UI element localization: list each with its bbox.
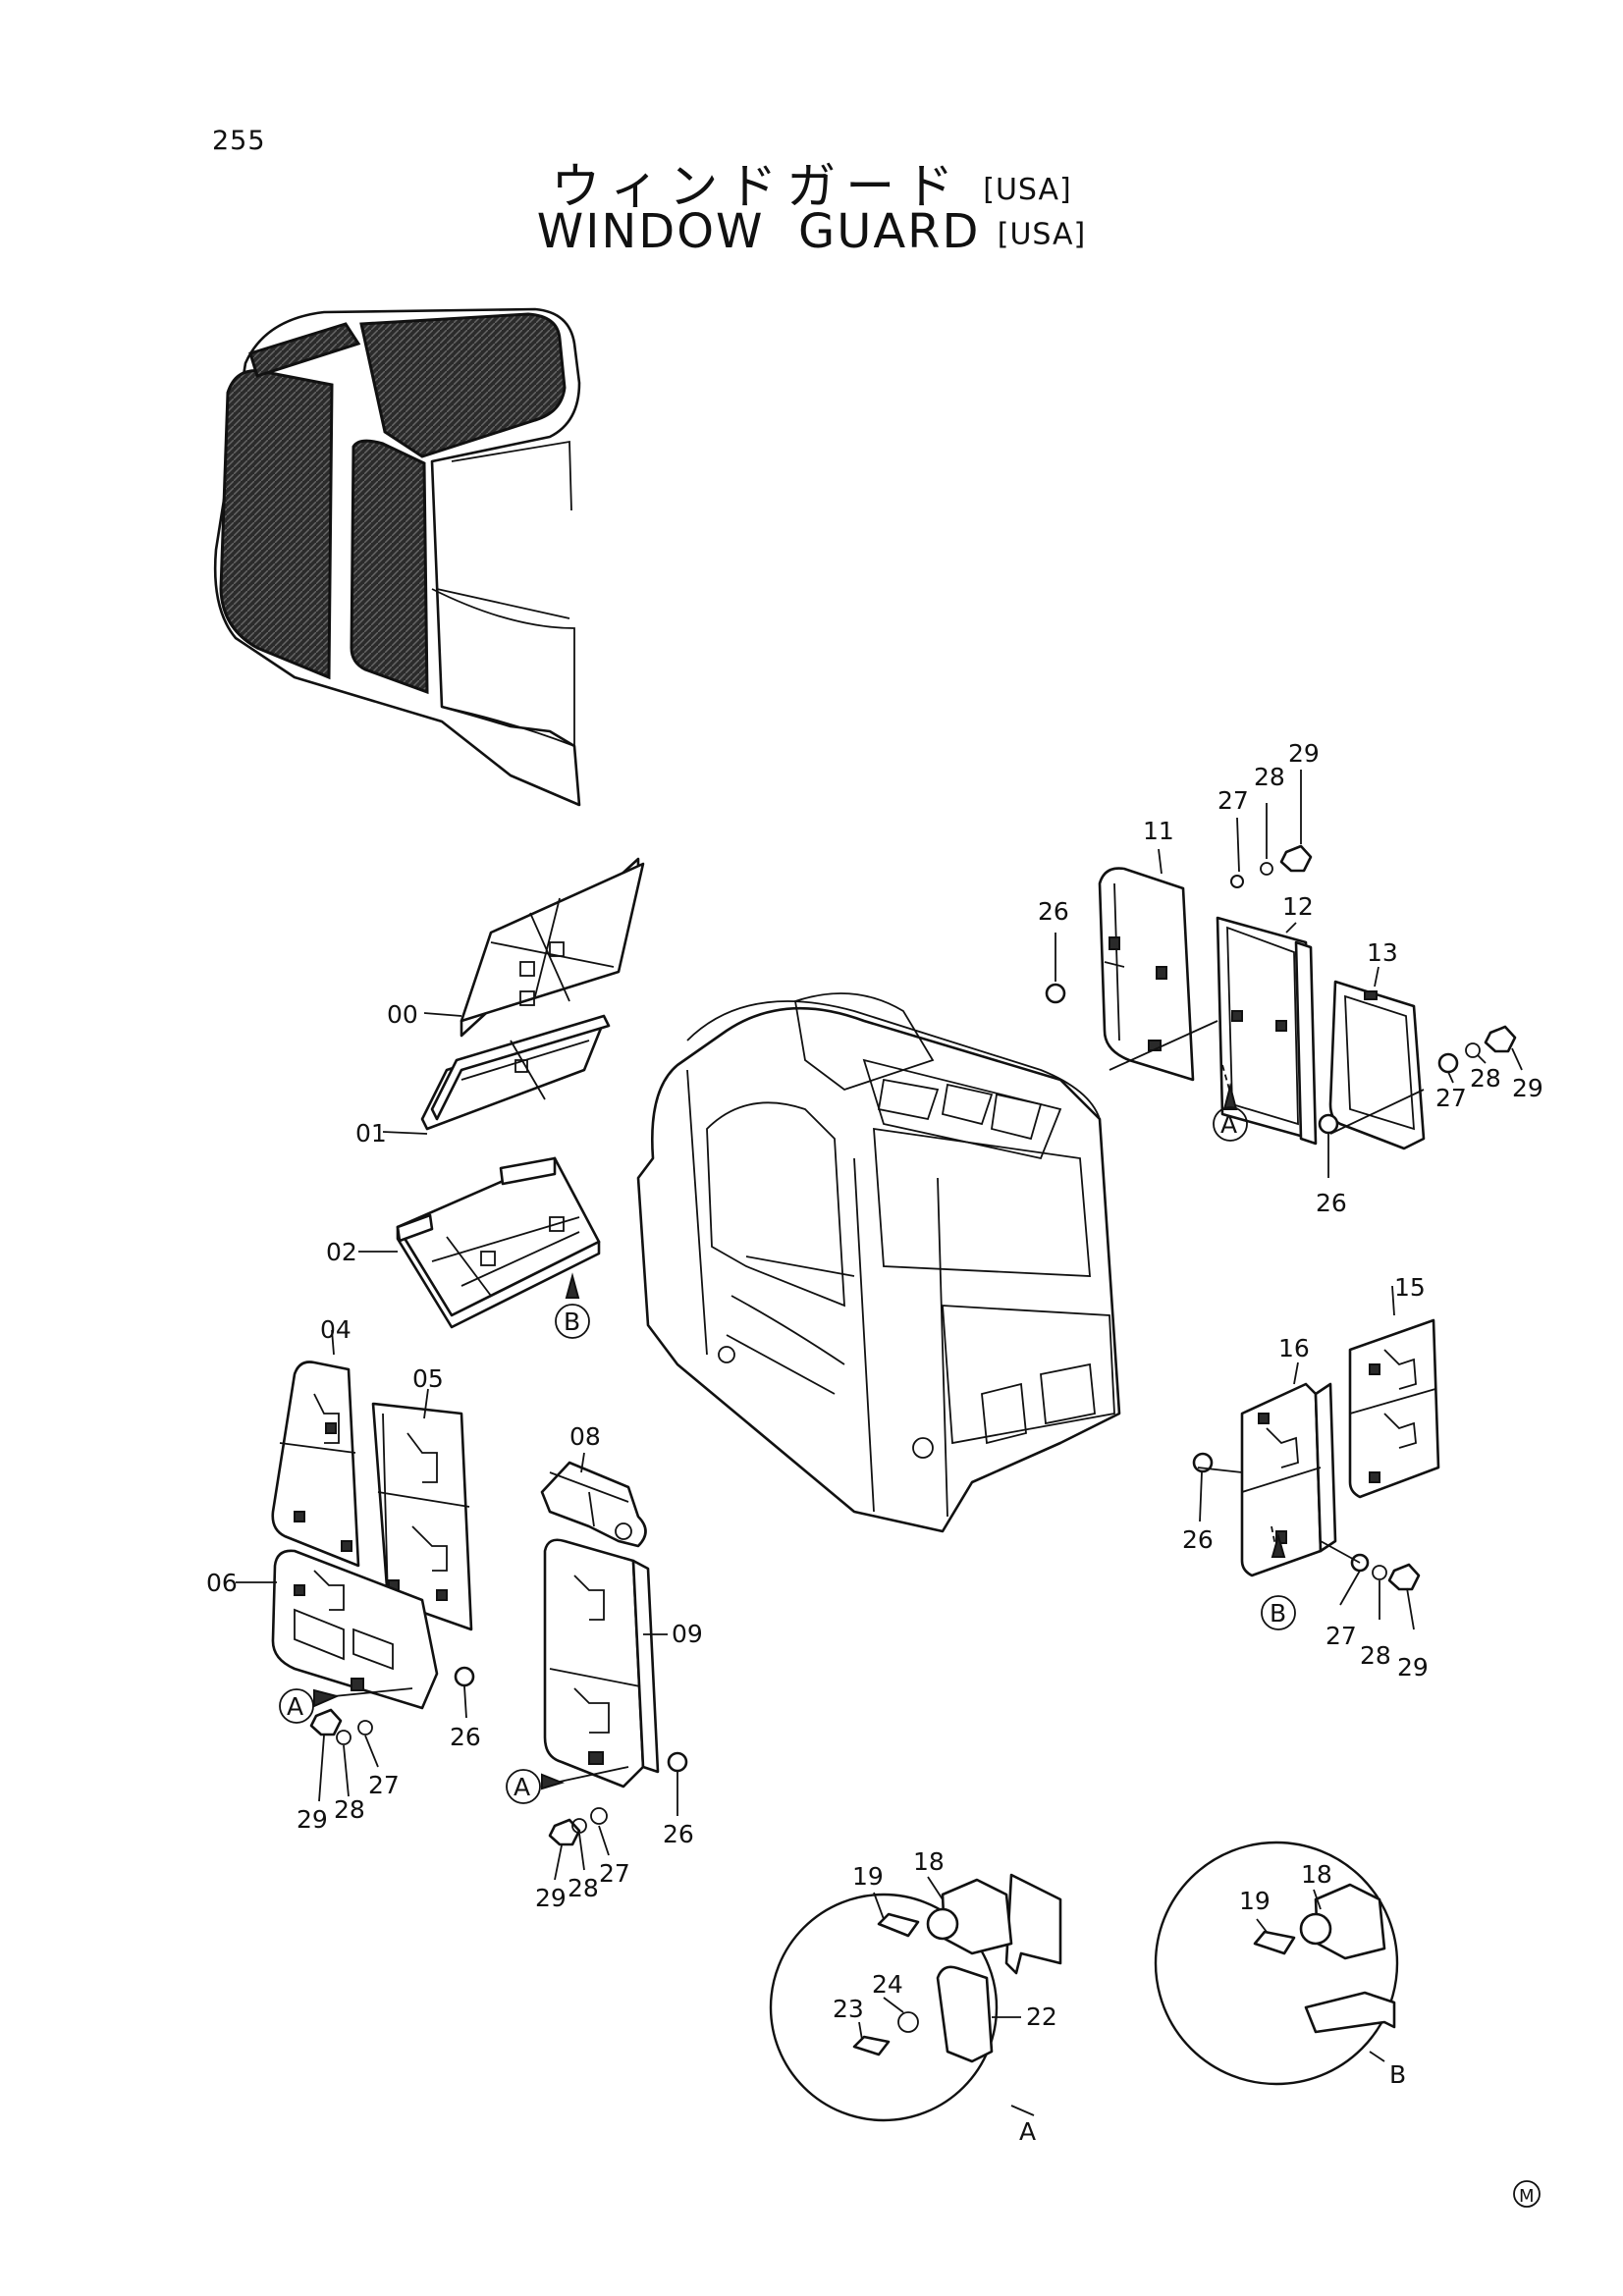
callout-28-door: 28 <box>568 1874 599 1902</box>
callout-26-rear-bottom: 26 <box>1316 1189 1347 1217</box>
ref-a-label-3: A <box>514 1773 530 1801</box>
callout-22: 22 <box>1026 2002 1057 2031</box>
ref-b-label-2: B <box>1270 1599 1286 1628</box>
callout-27-left-side: 27 <box>368 1771 400 1799</box>
reference-circles <box>279 1106 1541 2208</box>
manufacturer-mark: M <box>1519 2186 1535 2207</box>
callout-16: 16 <box>1278 1334 1310 1362</box>
callout-29-right-side: 29 <box>1397 1653 1429 1682</box>
callout-19-detail-b: 19 <box>1239 1887 1271 1915</box>
callout-11: 11 <box>1143 817 1174 845</box>
callout-27-right-side: 27 <box>1325 1622 1357 1650</box>
page-number: 255 <box>212 126 266 156</box>
callout-18-detail-b: 18 <box>1301 1860 1332 1889</box>
callout-06: 06 <box>206 1569 238 1597</box>
detail-b-circle <box>1154 1841 1399 2086</box>
callout-labels: 00 01 02 04 05 06 08 09 11 12 13 15 16 2… <box>206 739 1543 2031</box>
callout-29-door: 29 <box>535 1884 567 1912</box>
callout-01: 01 <box>355 1119 387 1148</box>
callout-28-rear-right: 28 <box>1470 1064 1501 1093</box>
overview-cab-illustration <box>213 307 581 807</box>
part-13-rear-small-guard <box>1328 980 1426 1150</box>
title-english: WINDOW GUARD [USA] <box>0 204 1623 259</box>
part-12-rear-frame <box>1216 916 1318 1146</box>
title-en-text: WINDOW GUARD <box>536 204 981 259</box>
overview-door-screen <box>350 439 429 695</box>
region-tag-jp: [USA] <box>983 173 1072 207</box>
callout-26-left-side: 26 <box>450 1723 481 1751</box>
region-tag-en: [USA] <box>997 217 1087 252</box>
callout-08: 08 <box>569 1422 601 1451</box>
callout-19-detail-a: 19 <box>852 1862 884 1891</box>
callout-28-left-side: 28 <box>334 1795 365 1824</box>
detail-a-caption: A <box>1019 2117 1036 2146</box>
ref-a-label-2: A <box>287 1692 303 1721</box>
detail-b-caption: B <box>1389 2060 1406 2089</box>
part-04-side-guard-upper <box>271 1361 360 1568</box>
hardware-set <box>309 844 1517 1846</box>
callout-27-rear-right: 27 <box>1435 1084 1467 1112</box>
detail-a-circle <box>769 1873 1062 2122</box>
callout-27-door: 27 <box>599 1859 630 1888</box>
callout-18-detail-a: 18 <box>913 1847 945 1876</box>
part-05-side-guard-frame <box>371 1402 473 1631</box>
callout-23: 23 <box>833 1995 864 2023</box>
part-06-side-guard-lower <box>271 1549 439 1710</box>
callout-13: 13 <box>1367 938 1398 967</box>
callout-02: 02 <box>326 1238 357 1266</box>
callout-27-rear-top: 27 <box>1217 786 1249 815</box>
overview-roof-screen <box>359 312 567 458</box>
callout-26-rear-left: 26 <box>1038 897 1069 926</box>
part-15-right-rear-guard <box>1348 1318 1440 1499</box>
part-02-front-lower-guard <box>396 1156 601 1329</box>
title-jp-text: ウィンドガード <box>551 158 964 215</box>
cab-assembly <box>636 992 1121 1533</box>
overview-side-screen <box>219 369 334 680</box>
callout-28-rear-top: 28 <box>1254 763 1285 791</box>
callout-15: 15 <box>1394 1273 1426 1302</box>
callout-29-rear-right: 29 <box>1512 1074 1543 1102</box>
part-01-roof-guard <box>420 1014 611 1131</box>
callout-28-right-side: 28 <box>1360 1641 1391 1670</box>
part-16-right-front-guard <box>1240 1382 1337 1577</box>
part-08-lock-bracket <box>540 1461 647 1548</box>
callout-26-door: 26 <box>663 1820 694 1848</box>
part-09-door-guard <box>543 1538 660 1789</box>
callout-04: 04 <box>320 1315 352 1344</box>
callout-00: 00 <box>387 1000 418 1029</box>
part-11-rear-guard <box>1098 867 1195 1082</box>
callout-26-right-side: 26 <box>1182 1525 1214 1554</box>
callout-09: 09 <box>672 1620 703 1648</box>
ref-a-label-1: A <box>1220 1110 1237 1139</box>
callout-12: 12 <box>1282 892 1314 921</box>
callout-24: 24 <box>872 1970 903 1999</box>
reference-arrows <box>313 1083 1286 1790</box>
title-japanese: ウィンドガード [USA] <box>0 147 1623 218</box>
ref-b-label-1: B <box>564 1308 580 1336</box>
callout-29-left-side: 29 <box>297 1805 328 1834</box>
callout-29-rear-top: 29 <box>1288 739 1320 768</box>
part-00-top-guard <box>460 857 645 1038</box>
callout-05: 05 <box>412 1364 444 1393</box>
